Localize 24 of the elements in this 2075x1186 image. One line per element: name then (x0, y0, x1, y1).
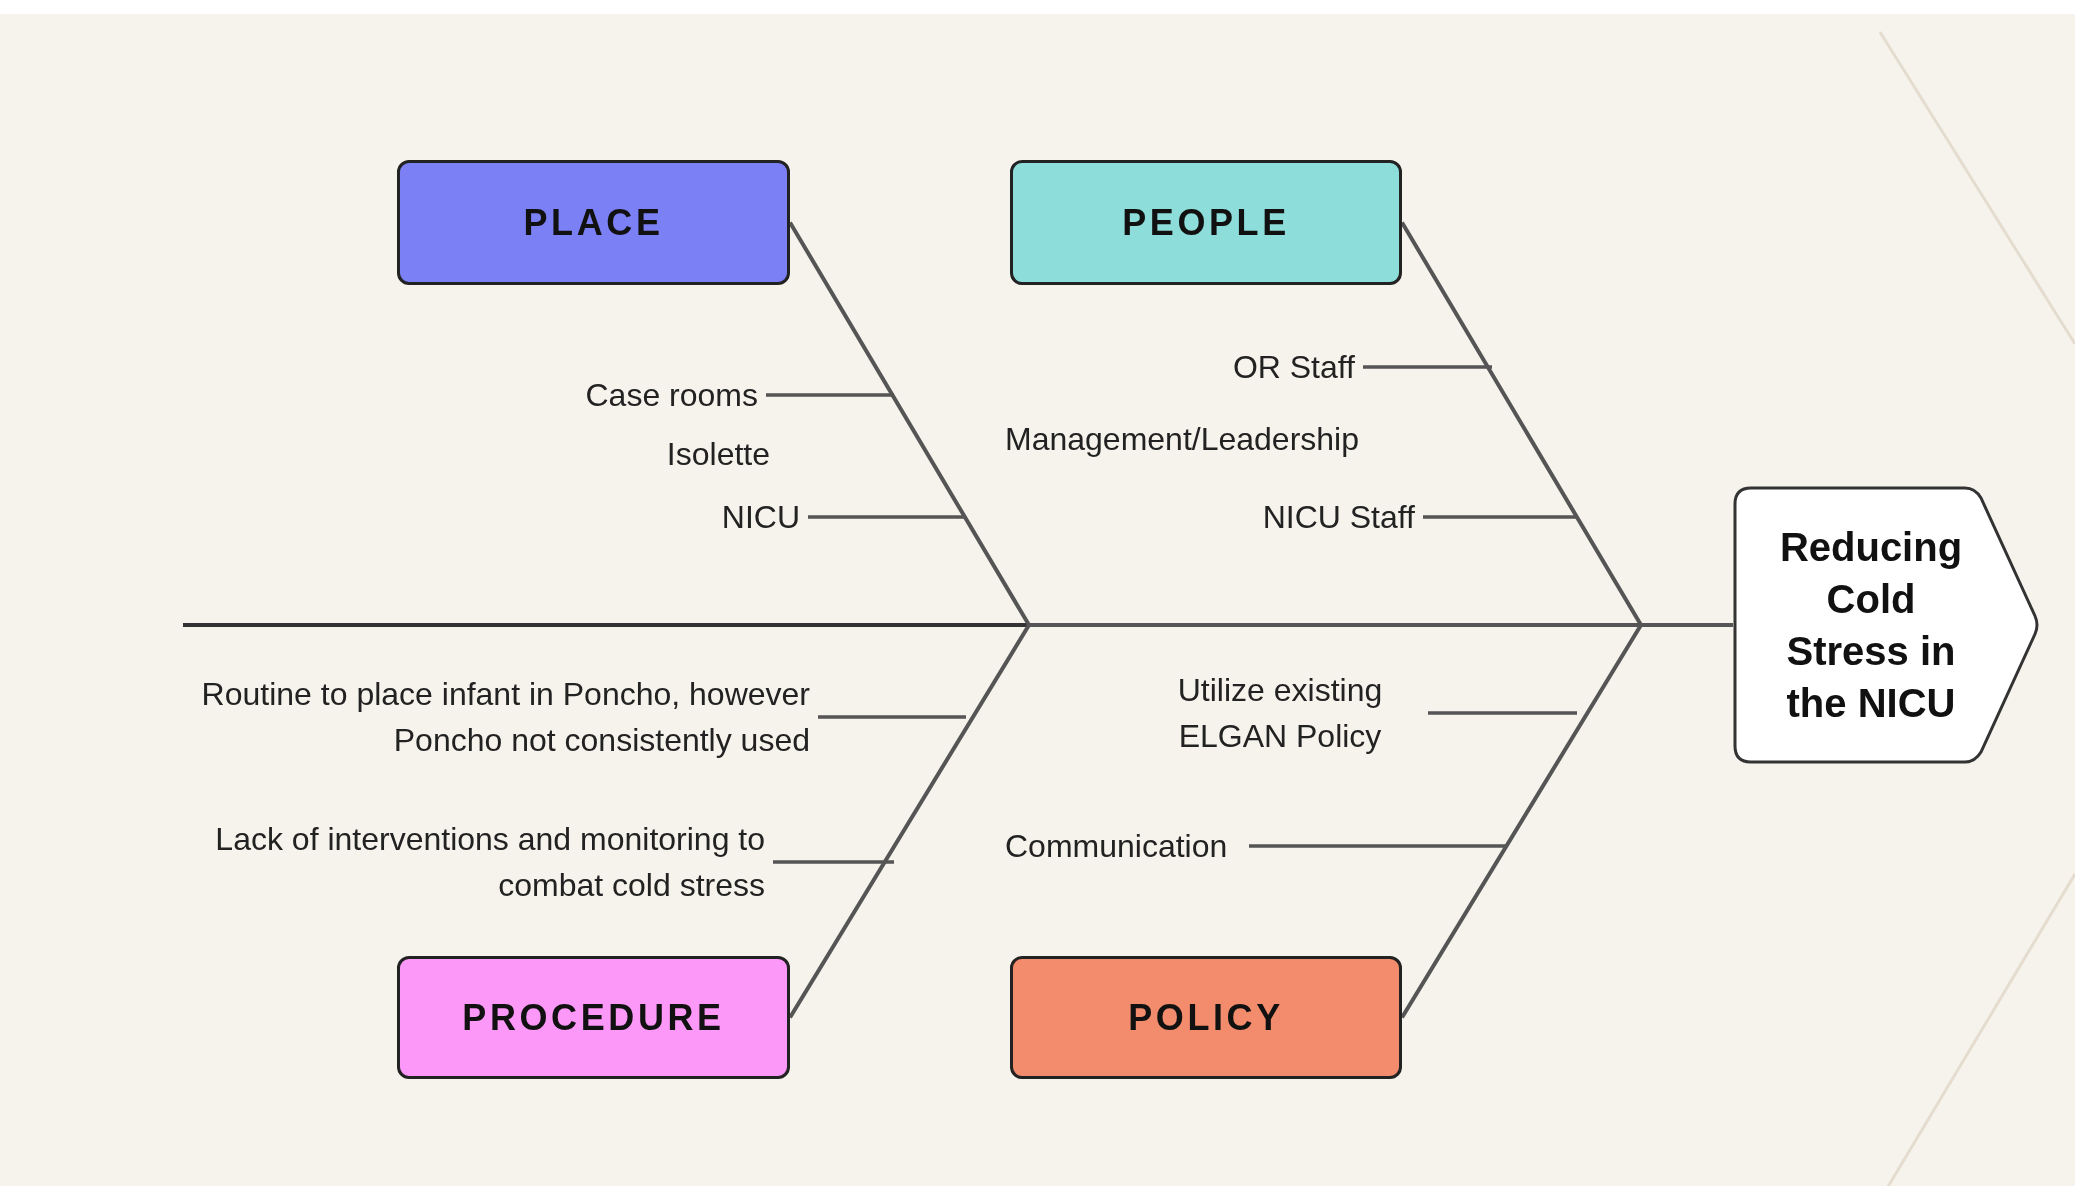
category-box: PEOPLE (1010, 160, 1402, 285)
branch-line (773, 860, 894, 864)
cause-text: NICU Staff (1100, 492, 1415, 542)
category-box: PROCEDURE (397, 956, 790, 1079)
category-box: POLICY (1010, 956, 1402, 1079)
cause-text: Lack of interventions and monitoring to combat cold stress (115, 812, 765, 912)
cause-text: Routine to place infant in Poncho, however Poncho not consistently used (90, 642, 810, 792)
cause-text: OR Staff (1100, 342, 1355, 392)
branch-line (808, 515, 966, 519)
cause-text: NICU (560, 492, 800, 542)
branch-line (1428, 711, 1577, 715)
branch-line (1363, 365, 1492, 369)
branch-line (818, 715, 966, 719)
cause-text: Communication (1005, 821, 1241, 871)
cause-text: Isolette (665, 435, 770, 474)
cause-text: Utilize existing ELGAN Policy (1140, 664, 1420, 762)
branch-line (766, 393, 894, 397)
category-box: PLACE (397, 160, 790, 285)
cause-text: Case rooms (440, 370, 758, 420)
fishbone-line (1400, 623, 1733, 1019)
branch-line (1423, 515, 1577, 519)
branch-line (1249, 844, 1506, 848)
effect-head: Reducing Cold Stress in the NICU (1733, 486, 2039, 764)
cause-text: Management/Leadership (1005, 420, 1360, 459)
